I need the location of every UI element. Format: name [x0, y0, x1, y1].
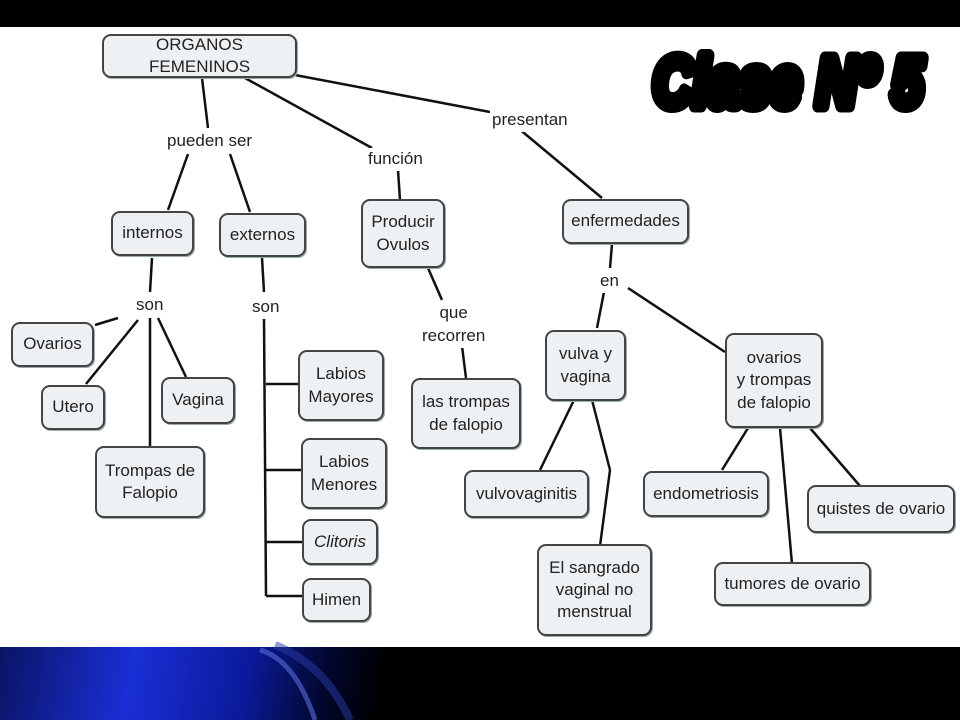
link-presentan: presentan	[490, 109, 570, 132]
swoosh-decoration	[259, 641, 354, 720]
node-endometriosis: endometriosis	[643, 471, 769, 517]
title-text-fill: Clase Nº 5	[653, 43, 924, 121]
node-himen: Himen	[302, 578, 371, 622]
node-producir-ovulos: Producir Ovulos	[361, 199, 445, 268]
bottom-decoration	[0, 647, 960, 720]
link-son-internos: son	[134, 294, 166, 317]
node-tumores-de-ovario: tumores de ovario	[714, 562, 871, 606]
node-el-sangrado: El sangrado vaginal no menstrual	[537, 544, 652, 636]
node-internos: internos	[111, 211, 194, 256]
node-ovarios: Ovarios	[11, 322, 94, 367]
slide-title: Clase Nº 5 Clase Nº 5	[647, 37, 931, 123]
node-las-trompas-de-falopio: las trompas de falopio	[411, 378, 521, 449]
node-vulva-y-vagina: vulva y vagina	[545, 330, 626, 401]
link-pueden-ser: pueden ser	[165, 130, 255, 153]
link-que-recorren: que recorren	[420, 302, 488, 348]
node-labios-mayores: Labios Mayores	[298, 350, 384, 421]
node-trompas-de-falopio: Trompas de Falopio	[95, 446, 205, 518]
node-quistes-de-ovario: quistes de ovario	[807, 485, 955, 533]
top-bar	[0, 0, 960, 27]
node-ovarios-y-trompas: ovarios y trompas de falopio	[725, 333, 823, 428]
link-en: en	[598, 270, 621, 293]
node-organos-femeninos: ORGANOS FEMENINOS	[102, 34, 297, 78]
node-enfermedades: enfermedades	[562, 199, 689, 244]
node-externos: externos	[219, 213, 306, 257]
link-son-externos: son	[250, 296, 282, 319]
title-text: Clase Nº 5	[653, 43, 924, 121]
node-vulvovaginitis: vulvovaginitis	[464, 470, 589, 518]
node-clitoris: Clitoris	[302, 519, 378, 565]
node-utero: Utero	[41, 385, 105, 430]
node-labios-menores: Labios Menores	[301, 438, 387, 509]
link-funcion: función	[366, 148, 425, 171]
node-vagina: Vagina	[161, 377, 235, 424]
